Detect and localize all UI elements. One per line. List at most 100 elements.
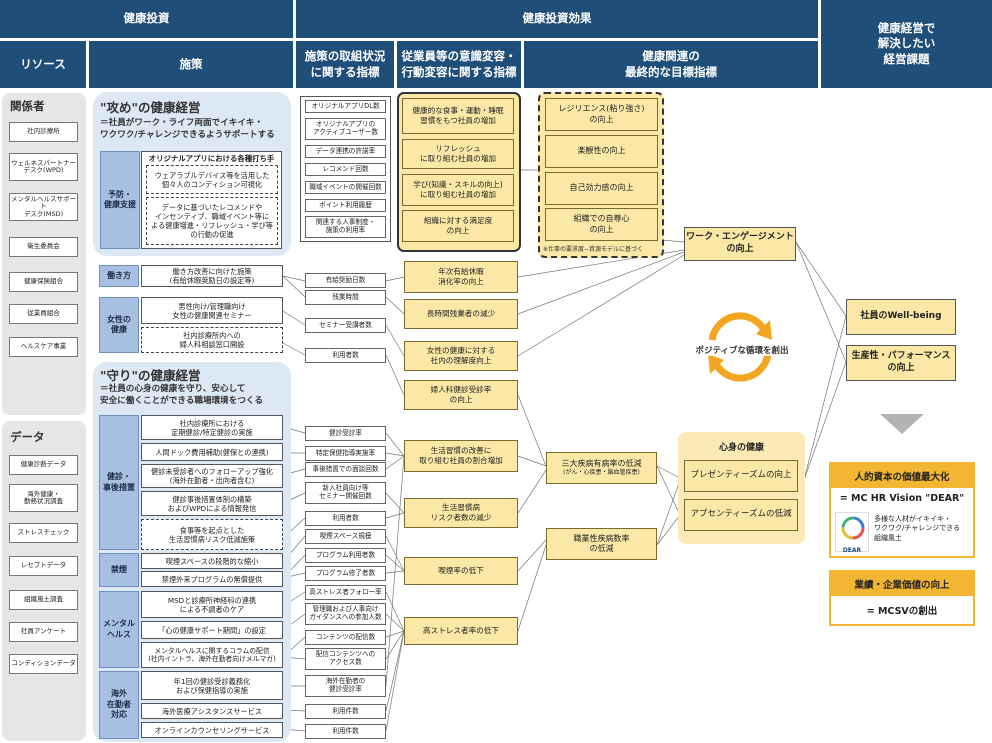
indicator-4: 職域イベントの開催回数 — [305, 181, 386, 194]
header-effects: 健康投資効果 — [296, 0, 818, 38]
measure-gyn-desk[interactable]: 社内診療所内への 婦人科相談窓口開設 — [141, 327, 283, 353]
dear-logo-icon — [841, 516, 865, 540]
indicator-17: プログラム利用者数 — [305, 548, 386, 563]
indicator-24: 利用件数 — [305, 704, 386, 719]
indicator-6: 関連する人事制度・ 施策の利用率 — [305, 216, 386, 238]
disease-three-major: 三大疾病有病率の低減 (がん・心疾患・脳血管疾患) — [546, 452, 657, 484]
indicator-11: 健診受診率 — [305, 426, 386, 441]
category-prevention: 予防・ 健康支援 — [100, 151, 140, 249]
indicator-20: 管理職および人事向け ガイダンスへの参加人数 — [305, 603, 386, 625]
stakeholder-6: ヘルスケア事業 — [9, 337, 78, 357]
indicator-2: データ連携の許諾率 — [305, 145, 386, 158]
indicator-22: 配信コンテンツへの アクセス数 — [305, 648, 386, 670]
awareness-0: 健康的な食事・運動・睡眠 習慣をもつ社員の増加 — [402, 98, 514, 134]
indicator-0: オリジナルアプリDL数 — [305, 100, 386, 113]
data-source-0: 健康診断データ — [9, 455, 78, 475]
stakeholder-1: ウェルネスパートナー デスク(WPD) — [9, 153, 78, 181]
work-engagement: ワーク・エンゲージメント の向上 — [684, 227, 796, 261]
stakeholder-5: 従業員組合 — [9, 304, 78, 324]
stakeholder-3: 衛生委員会 — [9, 237, 78, 257]
indicator-19: 高ストレス者フォロー率 — [305, 585, 386, 600]
awareness-2: 学び(知識・スキルの向上) に取り組む社員の増加 — [402, 174, 514, 206]
measure-workstyle[interactable]: 働き方改善に向けた施策 (有給休暇奨励日の設定等) — [141, 265, 283, 287]
data-source-5: 社員アンケート — [9, 622, 78, 642]
final-optimism: 楽観性の向上 — [545, 135, 658, 168]
cycle-arrows-icon — [708, 312, 772, 382]
stakeholder-0: 社内診療所 — [9, 122, 78, 142]
awareness-7: 婦人科健診受診率 の向上 — [404, 380, 518, 410]
data-source-4: 組織風土調査 — [9, 590, 78, 610]
stakeholders-title: 関係者 — [10, 99, 45, 113]
header-investment: 健康投資 — [0, 0, 293, 38]
indicator-14: 新入社員向け等 セミナー開催回数 — [305, 482, 386, 504]
measure-smoke-1[interactable]: 喫煙スペースの段階的な縮小 — [141, 553, 283, 569]
measure-overseas-2[interactable]: 海外医療アシスタンスサービス — [141, 703, 283, 719]
mcsv-label: = MCSVの創出 — [866, 606, 938, 617]
corporate-value-title: 業績・企業価値の向上 — [831, 572, 973, 596]
header-final: 健康関連の 最終的な目標指標 — [524, 41, 818, 88]
indicator-21: コンテンツの配信数 — [305, 630, 386, 645]
measure-mental-1[interactable]: MSDと診療所神経科の連携 による不調者のケア — [141, 591, 283, 618]
awareness-4: 年次有給休暇 消化率の向上 — [404, 261, 518, 293]
offense-subtitle: ＝社員がワーク・ライフ両面でイキイキ・ ワクワク/チャレンジできるようサポートす… — [100, 118, 275, 140]
human-capital-title: 人的資本の価値最大化 — [831, 464, 973, 488]
app-measures-title: オリジナルアプリにおける各種打ち手 — [148, 154, 275, 163]
stakeholder-2: メンタルヘルスサポート デスク(MSD) — [9, 193, 78, 221]
indicator-3: レコメンド回数 — [305, 163, 386, 176]
indicator-16: 喫煙スペース規模 — [305, 529, 386, 544]
issue-wellbeing: 社員のWell-being — [846, 299, 956, 335]
header-indicators: 施策の取組状況 に関する指標 — [296, 41, 394, 88]
measure-mental-3[interactable]: メンタルヘルスに関するコラムの配信 (社内イントラ、海外在勤者向けメルマガ) — [141, 642, 283, 668]
vision-label: = MC HR Vision "DEAR" — [839, 493, 965, 504]
header-awareness: 従業員等の意識変容・ 行動変容に関する指標 — [397, 41, 521, 88]
measure-mental-2[interactable]: 「心の健康サポート期間」の設定 — [141, 621, 283, 639]
dear-logo: DEAR — [835, 512, 869, 554]
measure-overseas-1[interactable]: 年1回の健診受診義務化 および保健指導の実施 — [141, 671, 283, 700]
awareness-8: 生活習慣の改善に 取り組む社員の割合増加 — [404, 440, 518, 472]
measure-checkup-2[interactable]: 人間ドック費用補助(健保との連携) — [141, 443, 283, 461]
indicator-5: ポイント利用履歴 — [305, 199, 386, 212]
awareness-6: 女性の健康に対する 社内の理解度向上 — [404, 341, 518, 371]
cycle-label: ポジティブな循環を創出 — [680, 344, 804, 356]
header-measures: 施策 — [89, 41, 293, 88]
category-checkup: 健診・ 事後措置 — [99, 415, 139, 550]
measure-women-seminar[interactable]: 男性向け/管理職向け 女性の健康関連セミナー — [141, 297, 283, 324]
measure-wearable[interactable]: ウェアラブルデバイス等を活用した 個々人のコンディション可視化 — [146, 165, 278, 194]
indicator-7: 有給奨励日数 — [305, 273, 386, 288]
category-overseas: 海外 在勤者 対応 — [99, 671, 139, 739]
data-title: データ — [10, 430, 45, 444]
measure-checkup-3[interactable]: 健診未受診者へのフォローアップ強化 (海外在勤者・出向者含む) — [141, 464, 283, 488]
measure-smoke-2[interactable]: 禁煙外来プログラムの無償提供 — [141, 571, 283, 587]
data-source-3: レセプトデータ — [9, 556, 78, 576]
vision-description: 多様な人材がイキイキ・ ワクワク/チャレンジできる 組織風土 — [874, 515, 961, 542]
measure-recommend[interactable]: データに基づいたレコメンドや インセンティブ、職域イベント等に よる健康増進・リ… — [146, 197, 278, 245]
awareness-1: リフレッシュ に取り組む社員の増加 — [402, 139, 514, 169]
final-self-esteem: 組織での自尊心 の向上 — [545, 208, 658, 241]
defense-title: "守り"の健康経営 — [100, 368, 201, 383]
category-mental: メンタル ヘルス — [99, 591, 139, 668]
measure-checkup-4[interactable]: 健診事後措置体制の構築 およびWPDによる情報発信 — [141, 491, 283, 516]
indicator-12: 特定保健指導実施率 — [305, 446, 386, 461]
measure-checkup-1[interactable]: 社内診療所における 定期健診/特定健診の実施 — [141, 415, 283, 440]
presenteeism: プレゼンティーズムの向上 — [684, 460, 798, 492]
defense-subtitle: ＝社員の心身の健康を守り、安心して 安全に働くことができる職場環境をつくる — [100, 384, 263, 406]
indicator-23: 海外在勤者の 健診受診率 — [305, 675, 386, 697]
indicator-15: 利用者数 — [305, 511, 386, 526]
awareness-10: 喫煙率の低下 — [404, 557, 518, 585]
indicator-9: セミナー受講者数 — [305, 318, 386, 333]
final-note: ※仕事の要求度−資源モデルに基づく — [543, 246, 644, 253]
final-self-efficacy: 自己効力感の向上 — [545, 172, 658, 205]
occupational-disease: 職業性疾病数率 の低減 — [546, 528, 657, 560]
measure-checkup-5[interactable]: 食事等を起点とした 生活習慣病リスク低減施策 — [141, 519, 283, 550]
mind-body-health-title: 心身の健康 — [718, 443, 764, 453]
offense-title: "攻め"の健康経営 — [100, 100, 201, 115]
category-women: 女性の 健康 — [99, 297, 139, 353]
issue-productivity: 生産性・パフォーマンス の向上 — [846, 345, 956, 381]
awareness-9: 生活習慣病 リスク者数の減少 — [404, 498, 518, 528]
final-resilience: レジリエンス(粘り強さ) の向上 — [545, 98, 658, 131]
indicator-10: 利用者数 — [305, 348, 386, 363]
data-source-6: コンディションデータ — [9, 654, 78, 674]
category-workstyle: 働き方 — [99, 265, 139, 287]
dear-logo-text: DEAR — [842, 547, 862, 554]
measure-overseas-3[interactable]: オンラインカウンセリングサービス — [141, 722, 283, 738]
